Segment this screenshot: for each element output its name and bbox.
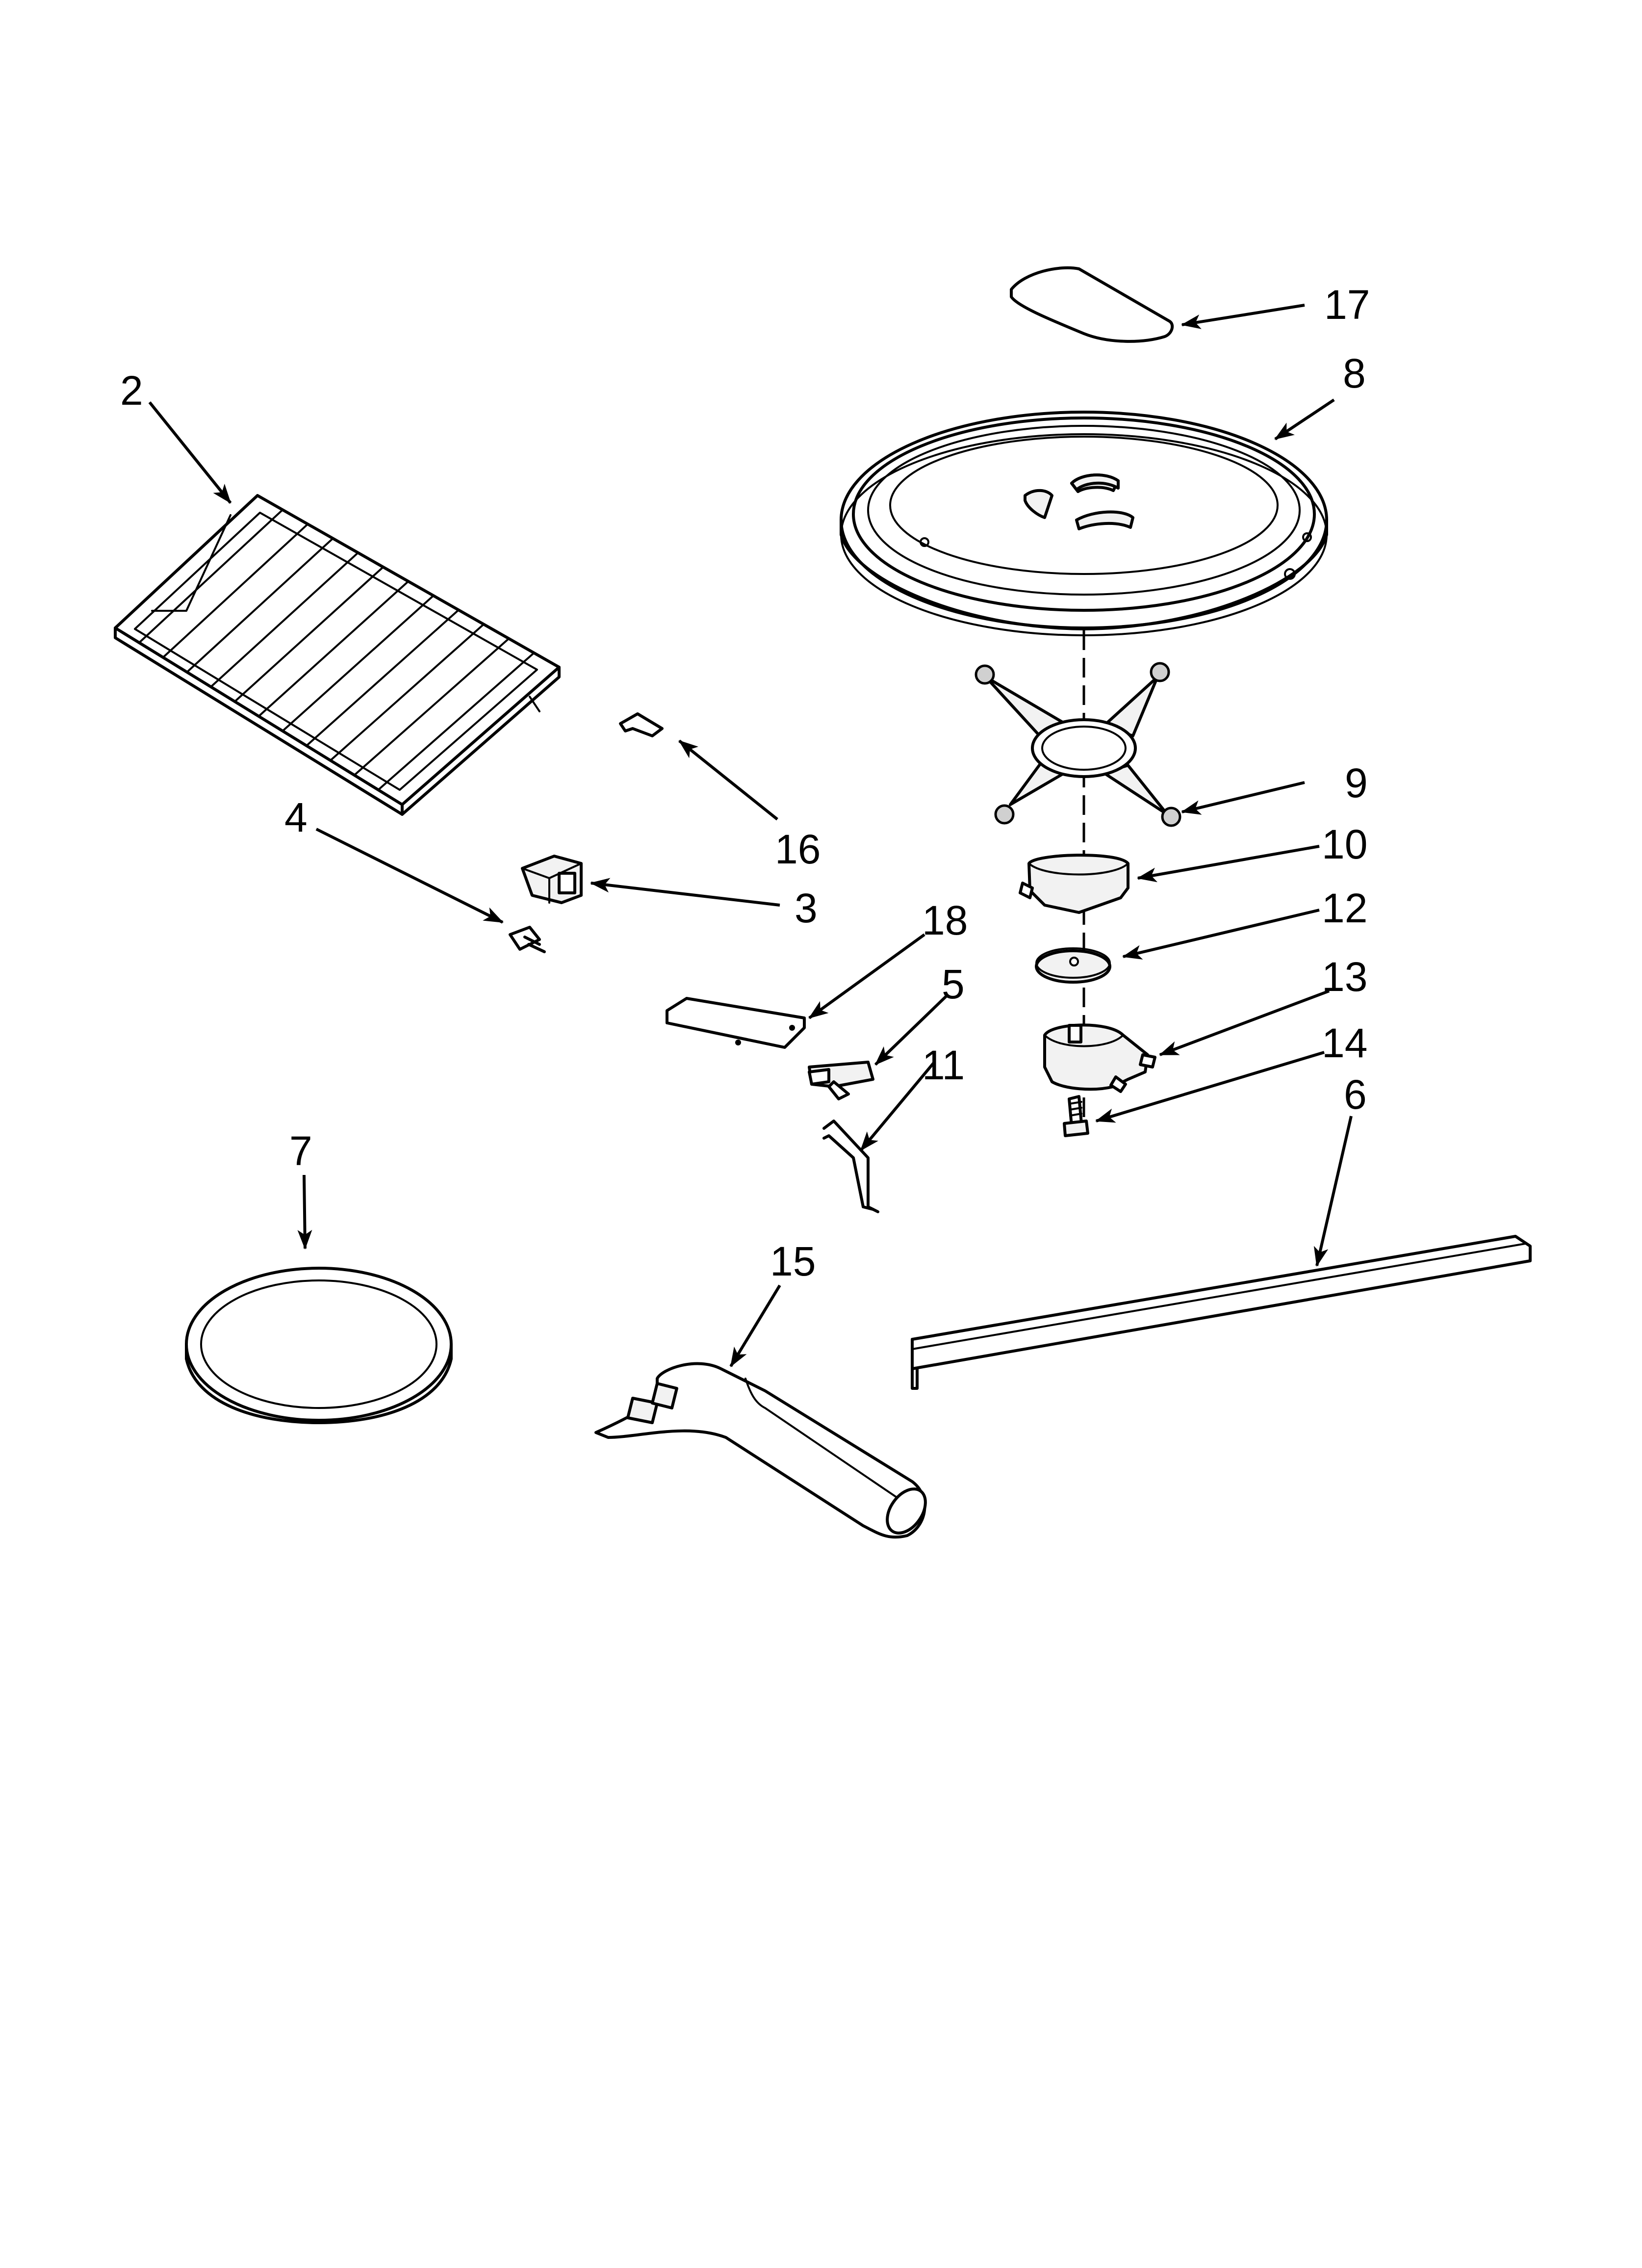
callout-18: 18 <box>922 897 968 943</box>
callout-3: 3 <box>795 885 818 931</box>
rack-bar <box>377 652 535 791</box>
arrow-17 <box>1181 304 1305 329</box>
part-5-latch <box>808 1061 874 1100</box>
callout-10: 10 <box>1322 821 1367 867</box>
part-12-spring <box>822 1120 879 1213</box>
part-10-coupler <box>1019 854 1129 914</box>
arrow-3 <box>590 878 780 907</box>
callout-8: 8 <box>1343 350 1366 396</box>
arrow-18 <box>808 933 925 1019</box>
callout-2: 2 <box>120 367 143 414</box>
arrow-9 <box>1181 781 1305 815</box>
arrow-14 <box>1159 990 1330 1056</box>
callout-13: 12 <box>1322 885 1367 931</box>
rack-bar <box>233 566 385 703</box>
part-4-bulb <box>509 926 546 953</box>
callout-12: 11 <box>922 1042 965 1088</box>
rack-bar <box>162 523 309 658</box>
part-16-clip <box>619 712 664 737</box>
callout-11: 15 <box>770 1238 816 1284</box>
arrow-13 <box>1122 909 1320 960</box>
arrow-7 <box>297 1174 312 1250</box>
callout-14: 13 <box>1322 954 1367 1000</box>
arrow-12 <box>859 1061 936 1151</box>
part-3-lamp-socket <box>521 855 583 904</box>
callout-16: 16 <box>775 826 821 872</box>
part-11-handle <box>594 1362 927 1539</box>
arrow-6 <box>1313 1116 1353 1267</box>
rack-bar <box>257 580 410 717</box>
rack-bar <box>329 623 485 761</box>
rack-inner-frame <box>134 512 538 791</box>
part-7-round-pan <box>185 1267 453 1424</box>
callout-17: 17 <box>1324 282 1370 328</box>
rack-bar <box>282 595 435 732</box>
callout-6: 6 <box>1344 1071 1367 1118</box>
rack-bar <box>138 509 284 644</box>
part-15-screw <box>1063 1095 1089 1137</box>
arrow-11 <box>729 1284 781 1367</box>
part-14-motor <box>1043 1023 1156 1093</box>
part-2-wire-rack <box>114 494 561 816</box>
callout-labels: 17 8 2 16 9 10 4 3 12 18 13 5 14 11 6 7 … <box>120 282 1370 1284</box>
leader-arrows <box>148 304 1353 1367</box>
rack-bar <box>306 609 460 747</box>
callout-9: 9 <box>1345 760 1368 806</box>
arrow-8 <box>1274 398 1335 441</box>
arrow-10 <box>1137 845 1320 883</box>
rack-bar <box>186 537 334 673</box>
part-18-plate <box>666 997 806 1049</box>
rack-bar <box>353 637 510 776</box>
part-6-trim-strip <box>911 1235 1532 1390</box>
callout-5: 5 <box>942 961 965 1007</box>
callout-15: 14 <box>1322 1020 1367 1066</box>
arrow-5 <box>874 994 948 1066</box>
callout-4: 4 <box>284 794 308 840</box>
arrow-2 <box>148 401 232 504</box>
callout-7: 7 <box>289 1128 312 1174</box>
rack-bar <box>210 551 359 688</box>
part-17-cover-plate <box>1010 266 1174 343</box>
part-9-roller-ring <box>975 662 1181 827</box>
part-13-washer <box>1035 947 1111 984</box>
part-8-turntable-tray <box>840 411 1328 636</box>
arrow-16 <box>678 739 778 821</box>
arrow-4 <box>315 828 504 924</box>
arrow-15 <box>1095 1051 1325 1123</box>
